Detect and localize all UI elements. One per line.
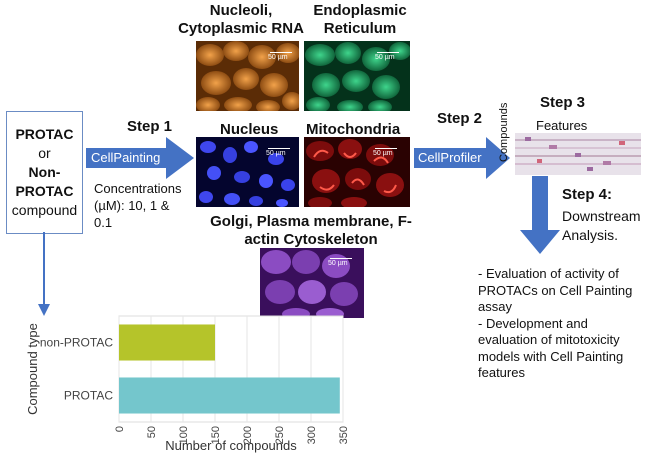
input-compound-box: PROTAC or Non- PROTAC compound — [6, 111, 83, 234]
outcome-1-line-1: - Evaluation of activity of — [478, 266, 619, 281]
conc-line-3: 0.1 — [94, 215, 113, 230]
outcomes-list: - Evaluation of activity of PROTACs on C… — [478, 266, 654, 382]
nucleoli-title-line-2: Cytoplasmic RNA — [178, 20, 304, 37]
step-4-title: Step 4: — [562, 186, 613, 203]
y-tick-label: non-PROTAC — [40, 336, 113, 350]
golgi-microscopy-image — [260, 248, 364, 318]
golgi-title-line-1: Golgi, Plasma membrane, F- — [210, 213, 412, 230]
features-label: Features — [536, 118, 588, 133]
scale-label-er: 50 µm — [375, 54, 395, 61]
nucleoli-title: Nucleoli, Cytoplasmic RNA — [176, 2, 306, 38]
golgi-title: Golgi, Plasma membrane, F- actin Cytoske… — [196, 213, 426, 249]
x-tick-label: 50 — [146, 426, 158, 438]
nucleus-title: Nucleus — [220, 121, 279, 138]
step-4-line-2: Analysis. — [562, 227, 619, 243]
compound-type-bar-chart: non-PROTAC PROTAC 0 50 100 150 200 250 300 350 N… — [25, 315, 350, 453]
outcome-2-line-2: evaluation of mitotoxicity — [478, 332, 620, 347]
step-1-title: Step 1 — [127, 118, 173, 135]
nucleoli-title-line-1: Nucleoli, — [209, 2, 273, 19]
step4-down-arrow — [520, 176, 560, 254]
outcome-1-line-2: PROTACs on Cell Painting — [478, 282, 633, 298]
scale-bar-nucleus — [268, 148, 290, 149]
x-tick-label: 200 — [242, 426, 254, 444]
outcome-2-line-3: models with Cell Painting — [478, 348, 624, 364]
input-line-2: or — [38, 145, 51, 161]
bar-protac — [119, 377, 340, 414]
scale-bar-er — [377, 52, 399, 53]
step-4-line-1: Downstream — [562, 208, 641, 224]
y-axis-label: Compound type — [25, 323, 40, 415]
feature-matrix-image — [515, 133, 641, 175]
x-tick-label: 0 — [114, 426, 126, 432]
x-tick-label: 350 — [338, 426, 350, 444]
x-tick-label: 150 — [210, 426, 222, 444]
outcome-1-line-3: assay — [478, 299, 512, 314]
x-tick-label: 100 — [178, 426, 190, 444]
step-4-text: Downstream Analysis. — [562, 207, 641, 245]
y-tick-label: PROTAC — [64, 389, 113, 403]
input-line-4: PROTAC — [15, 183, 74, 199]
outcome-2-line-1: - Development and — [478, 315, 588, 331]
input-line-1: PROTAC — [15, 126, 74, 142]
er-title-line-1: Endoplasmic — [313, 2, 407, 19]
x-axis-label: Number of compounds — [165, 438, 297, 453]
scale-label-golgi: 50 µm — [328, 260, 348, 267]
scale-label-nucleus: 50 µm — [266, 150, 286, 157]
er-title: Endoplasmic Reticulum — [300, 2, 420, 38]
mito-title: Mitochondria — [306, 121, 401, 138]
bar-non-protac — [119, 324, 215, 361]
cellprofiler-label: CellProfiler — [418, 150, 482, 165]
golgi-title-line-2: actin Cytoskeleton — [244, 231, 378, 248]
down-arrow-to-chart — [38, 232, 50, 316]
conc-line-2: (µM): 10, 1 & — [94, 198, 170, 213]
er-title-line-2: Reticulum — [323, 20, 397, 37]
scale-label-mito: 50 µm — [373, 150, 393, 157]
step-3-title: Step 3 — [540, 94, 586, 111]
scale-bar-mito — [375, 148, 397, 149]
cellpainting-arrow — [86, 137, 194, 179]
scale-label-nucleoli: 50 µm — [268, 54, 288, 61]
input-line-3: Non- — [28, 164, 61, 180]
input-line-5: compound — [11, 202, 78, 218]
compounds-axis-label: Compounds — [498, 102, 510, 162]
cellprofiler-arrow — [414, 137, 510, 179]
x-tick-label: 300 — [306, 426, 318, 444]
cellpainting-label: CellPainting — [91, 150, 161, 165]
step-2-title: Step 2 — [437, 110, 483, 127]
conc-line-1: Concentrations — [94, 181, 182, 196]
scale-bar-nucleoli — [270, 52, 292, 53]
x-tick-label: 250 — [274, 426, 286, 444]
concentrations-text: Concentrations (µM): 10, 1 & 0.1 — [94, 180, 194, 231]
outcome-2-line-4: features — [478, 365, 525, 380]
er-microscopy-image — [304, 41, 410, 111]
scale-bar-golgi — [330, 258, 352, 259]
